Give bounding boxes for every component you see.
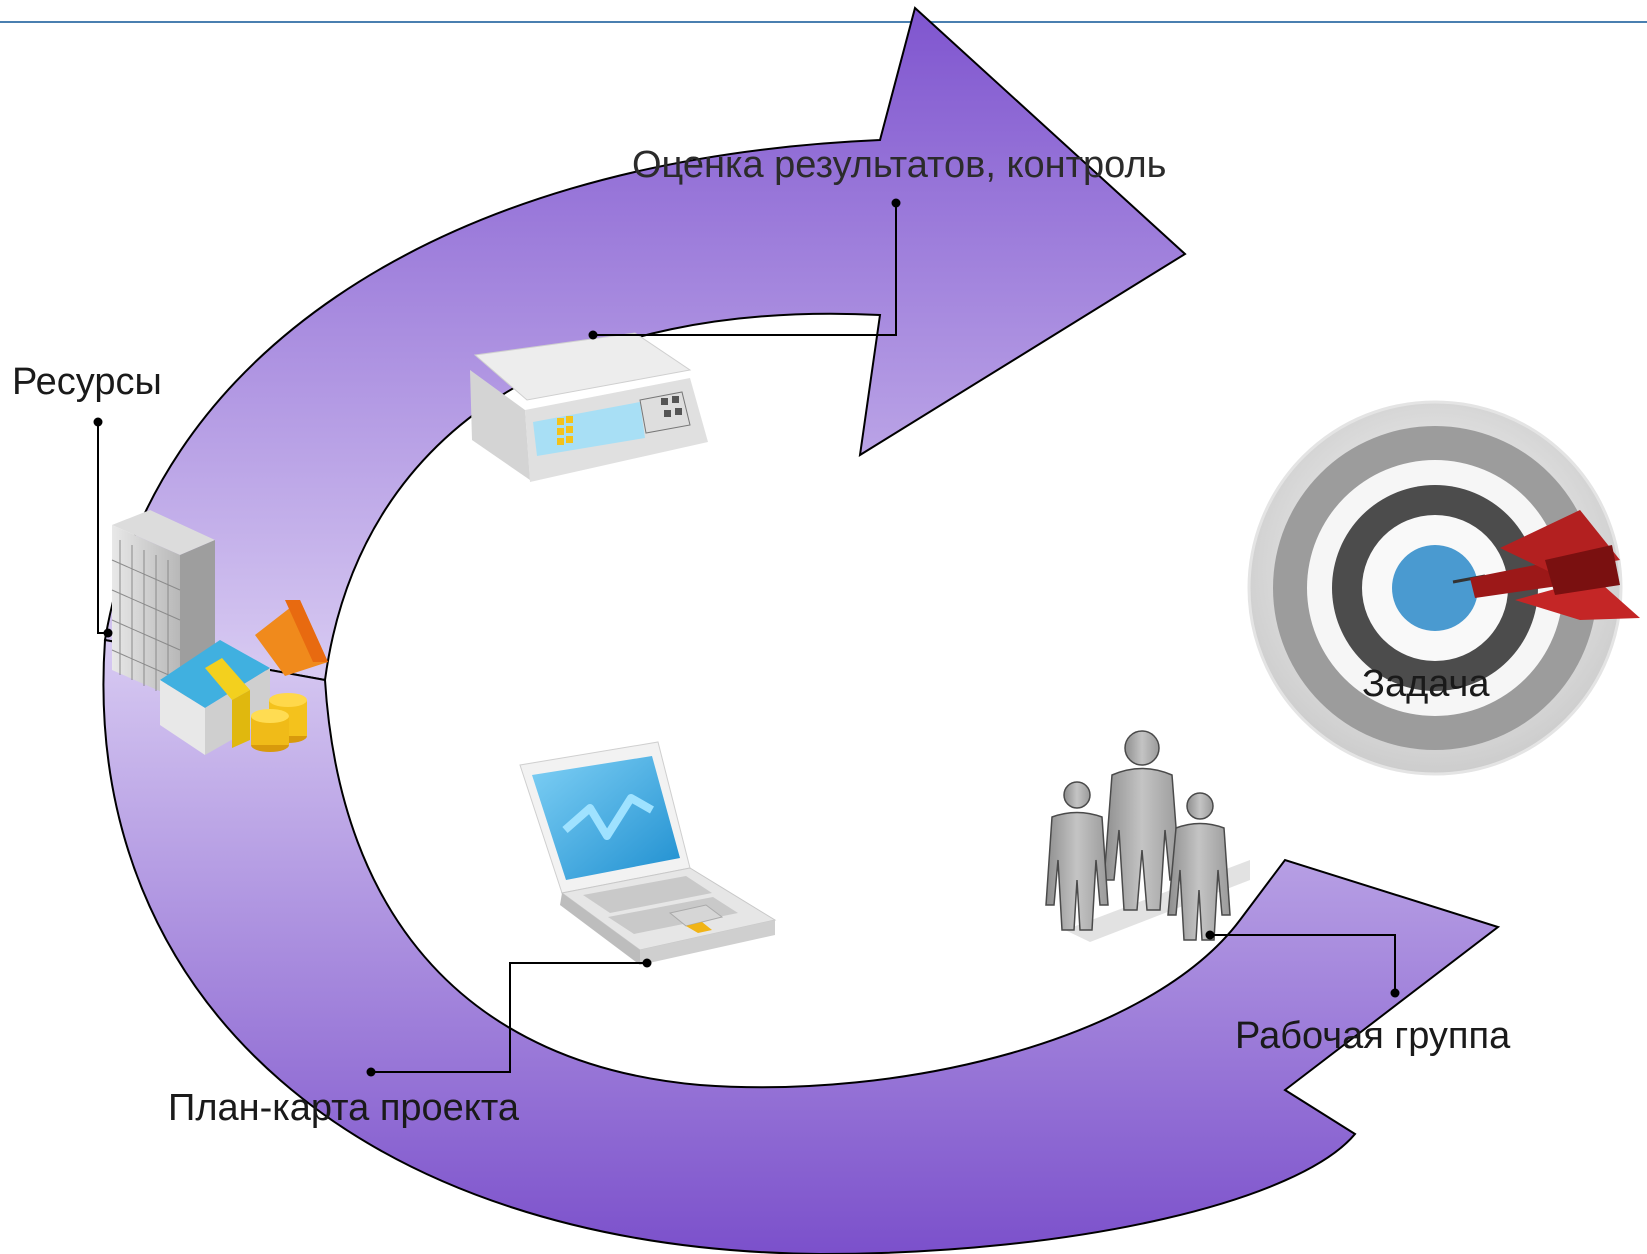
upper-cycle-arrow xyxy=(103,6,1187,682)
people-group-icon xyxy=(1045,730,1250,942)
scale-icon xyxy=(470,332,708,482)
lower-cycle-arrow xyxy=(102,638,1501,1254)
callout-dots xyxy=(93,198,1400,1077)
buildings-money-icon xyxy=(111,510,328,755)
work-group-label: Рабочая группа xyxy=(1235,1015,1511,1057)
evaluation-control-label: Оценка результатов, контроль xyxy=(632,144,1166,186)
laptop-icon xyxy=(519,741,777,965)
project-plan-map-label: План-карта проекта xyxy=(168,1087,520,1129)
target-dart-icon xyxy=(1247,400,1640,776)
resources-label: Ресурсы xyxy=(12,361,162,403)
task-label: Задача xyxy=(1362,663,1490,705)
